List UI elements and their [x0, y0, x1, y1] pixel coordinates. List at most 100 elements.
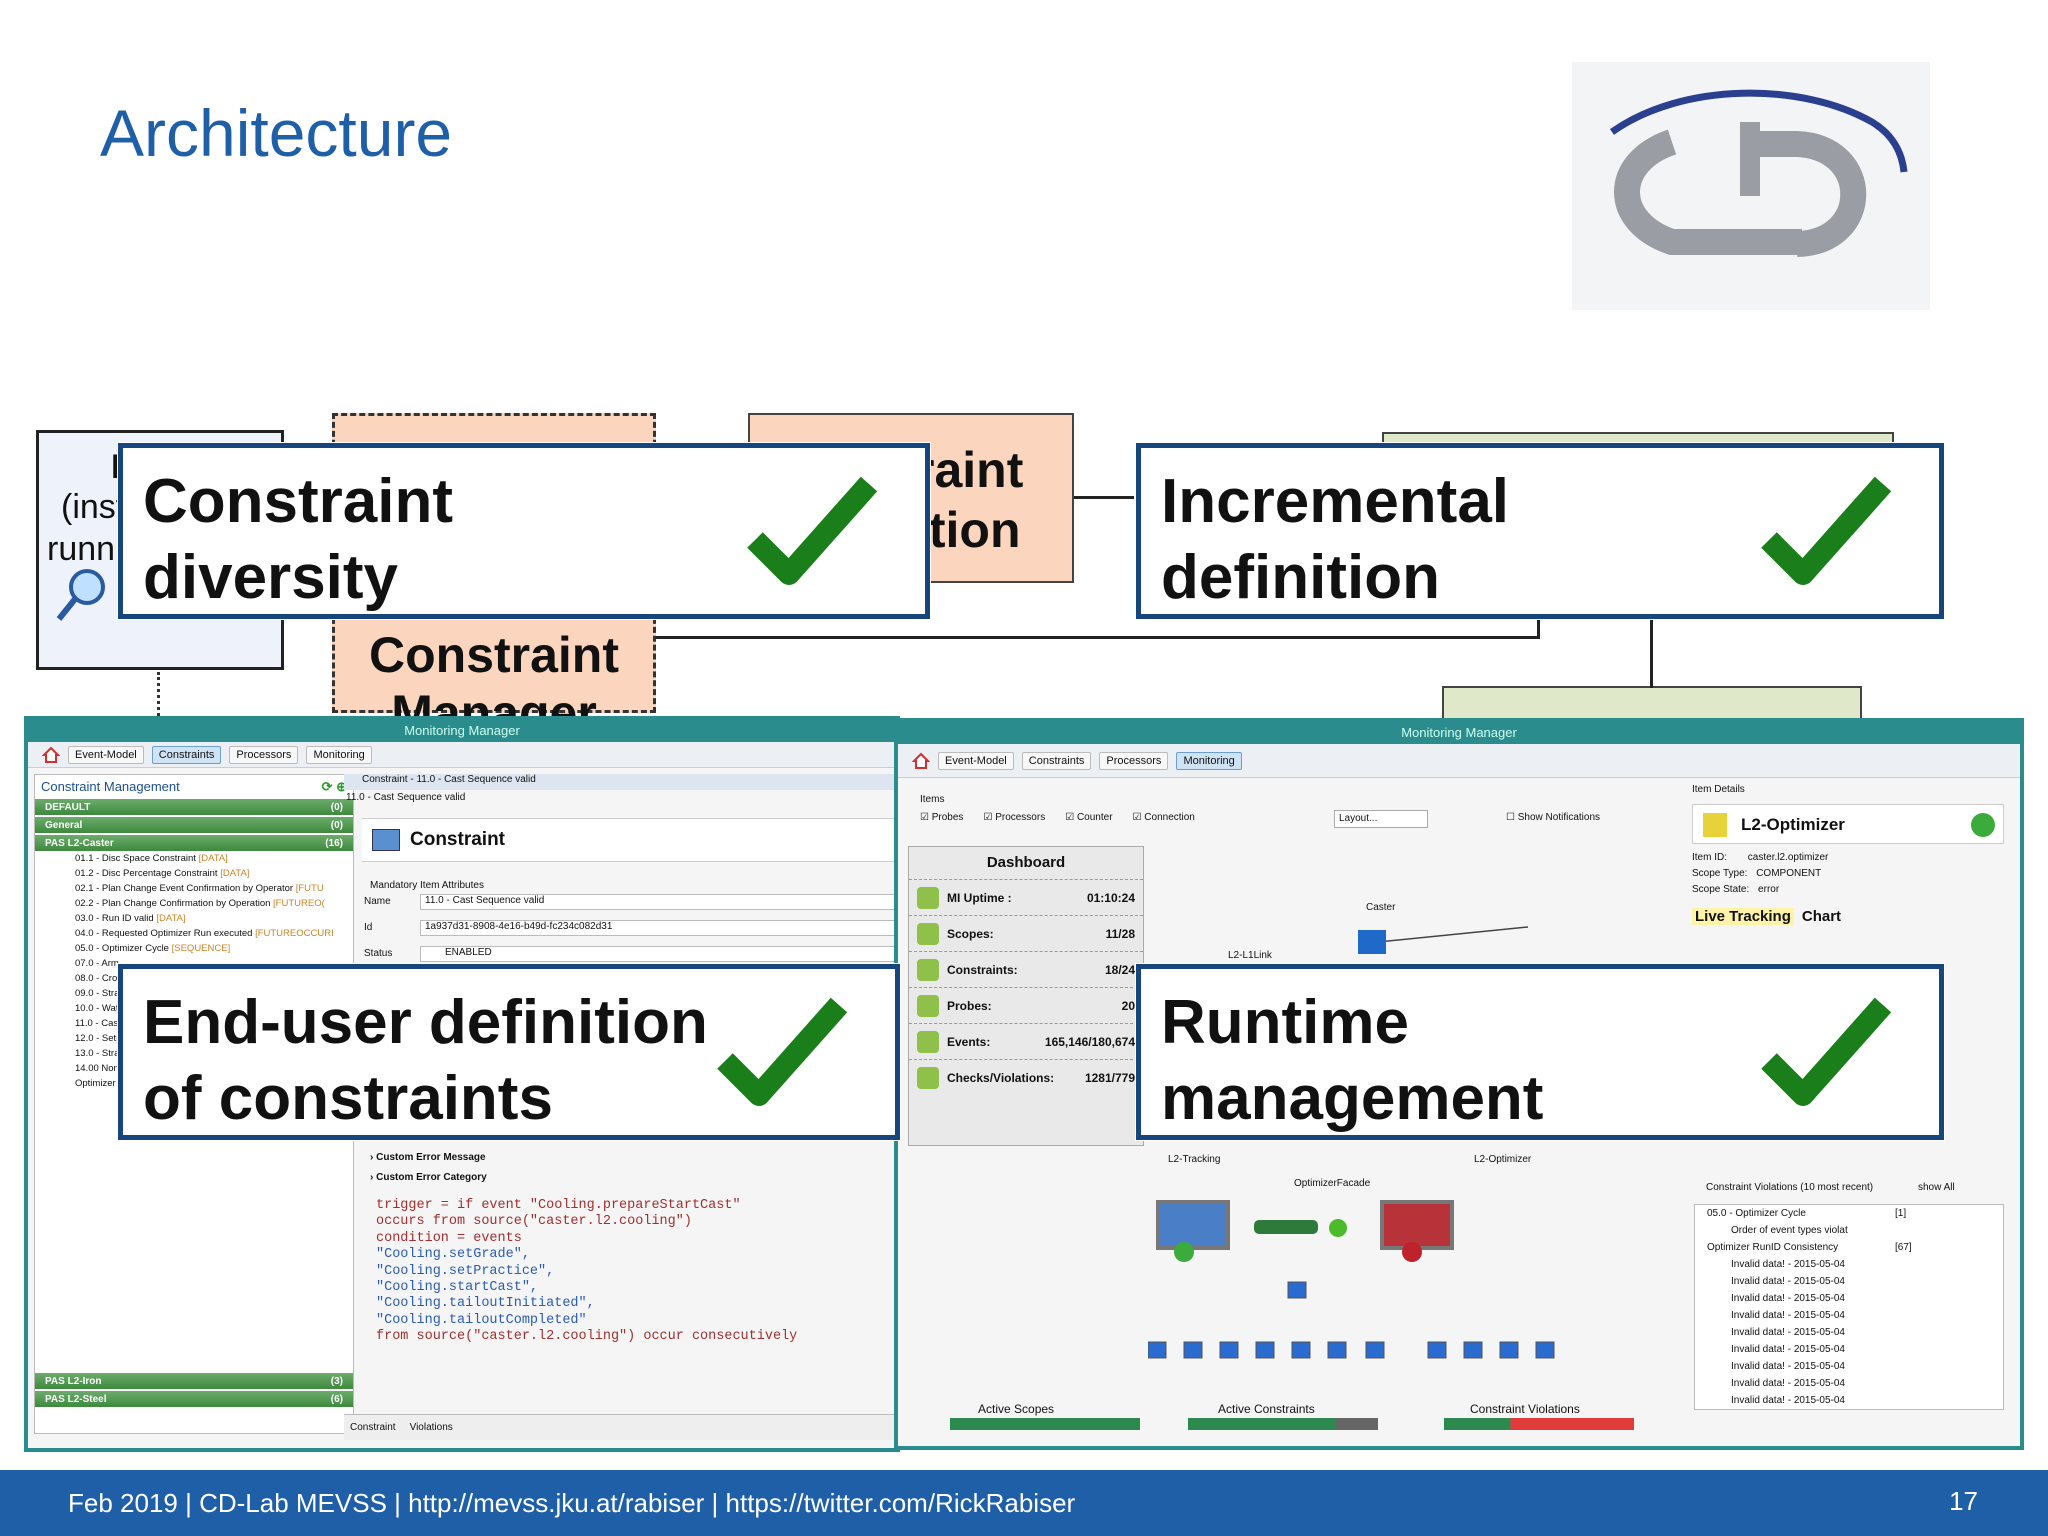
violation-row[interactable]: Order of event types violat: [1731, 1225, 1848, 1236]
group-pas-iron[interactable]: PAS L2-Iron(3): [35, 1373, 353, 1389]
group-pas-caster[interactable]: PAS L2-Caster(16): [35, 835, 353, 851]
checkmark-icon: [1761, 997, 1891, 1106]
tab-processors[interactable]: Processors: [229, 745, 299, 764]
l2-optimizer-node: [1380, 1200, 1454, 1250]
show-notifications[interactable]: ☐ Show Notifications: [1506, 812, 1601, 823]
code-line: occurs from source("caster.l2.cooling"): [376, 1214, 692, 1230]
constraint-tree-item[interactable]: 02.2 - Plan Change Confirmation by Opera…: [75, 898, 325, 909]
layout-select[interactable]: Layout...: [1334, 810, 1428, 828]
constraint-tree-item[interactable]: 01.1 - Disc Space Constraint [DATA]: [75, 853, 228, 864]
dashboard-row: Probes:20: [909, 987, 1143, 1023]
violation-row[interactable]: 05.0 - Optimizer Cycle[1]: [1695, 1205, 2003, 1222]
left-screenshot: Monitoring Manager Event-Model Constrain…: [24, 716, 900, 1452]
dashboard-row: MI Uptime :01:10:24: [909, 879, 1143, 915]
filter-counter[interactable]: ☑ Counter: [1065, 812, 1113, 823]
group-default[interactable]: DEFAULT(0): [35, 799, 353, 815]
constraint-tree-item[interactable]: 10.0 - Wat: [75, 1003, 119, 1014]
spotify-icon[interactable]: [1971, 813, 1995, 837]
violation-row[interactable]: Invalid data! - 2015-05-04: [1731, 1361, 1845, 1372]
connector-dotted: [157, 672, 160, 716]
connector-line: [1650, 612, 1653, 688]
constraint-tree-item[interactable]: 12.0 - Setp: [75, 1033, 122, 1044]
cd-logo: [1572, 62, 1930, 310]
bottom-tab-violations[interactable]: Violations: [409, 1422, 453, 1433]
callout-text: Runtime management: [1161, 988, 1544, 1133]
constraint-tree-item[interactable]: 11.0 - Cast: [75, 1018, 121, 1029]
panel-title: Constraint Management: [41, 779, 180, 794]
tab-constraints[interactable]: Constraints: [1021, 751, 1092, 770]
add-icon[interactable]: ⟳ ⊕: [321, 779, 347, 794]
constraint-tree-item[interactable]: 13.0 - Strai: [75, 1048, 122, 1059]
home-icon[interactable]: [42, 746, 60, 764]
item-details-label: Item Details: [1692, 784, 1745, 795]
constraint-tree-item[interactable]: 02.1 - Plan Change Event Confirmation by…: [75, 883, 324, 894]
checkmark-icon: [717, 997, 847, 1106]
connector-line: [1537, 612, 1540, 638]
show-all-link[interactable]: show All: [1918, 1182, 1955, 1193]
constraint-tree-item[interactable]: Optimizer: [75, 1078, 116, 1089]
slide-title: Architecture: [100, 96, 453, 170]
status-active-constraints: Active Constraints: [1218, 1402, 1315, 1416]
name-field[interactable]: 11.0 - Cast Sequence valid: [420, 894, 896, 910]
filter-connection[interactable]: ☑ Connection: [1132, 812, 1195, 823]
constraint-tree-item[interactable]: 04.0 - Requested Optimizer Run executed …: [75, 928, 334, 939]
violation-row[interactable]: Optimizer RunID Consistency[67]: [1695, 1239, 2003, 1256]
violation-row[interactable]: Invalid data! - 2015-05-04: [1731, 1344, 1845, 1355]
group-pas-steel[interactable]: PAS L2-Steel(6): [35, 1391, 353, 1407]
constraint-icon: [372, 829, 400, 851]
tab-event-model[interactable]: Event-Model: [938, 751, 1014, 770]
constraint-code[interactable]: trigger = if event "Cooling.prepareStart…: [376, 1198, 797, 1346]
violation-row[interactable]: Invalid data! - 2015-05-04: [1731, 1327, 1845, 1338]
callout-runtime-management: Runtime management: [1136, 964, 1944, 1140]
violation-row[interactable]: Invalid data! - 2015-05-04: [1731, 1293, 1845, 1304]
home-icon[interactable]: [912, 752, 930, 770]
violation-row[interactable]: Invalid data! - 2015-05-04: [1731, 1310, 1845, 1321]
custom-error-message[interactable]: Custom Error Message: [376, 1152, 486, 1163]
code-line: trigger = if event "Cooling.prepareStart…: [376, 1198, 741, 1213]
callout-incremental-definition: Incremental definition: [1136, 443, 1944, 619]
violation-row[interactable]: Invalid data! - 2015-05-04: [1731, 1395, 1845, 1406]
code-line: from source("caster.l2.cooling") occur c…: [376, 1329, 798, 1345]
status-field[interactable]: ENABLED: [420, 946, 896, 962]
filter-probes[interactable]: ☑ Probes: [920, 812, 964, 823]
tab-monitoring[interactable]: Monitoring: [1176, 751, 1242, 770]
constraint-tree-item[interactable]: 07.0 - Arm: [75, 958, 119, 969]
violation-row[interactable]: Invalid data! - 2015-05-04: [1731, 1259, 1845, 1270]
editor-tab[interactable]: Constraint - 11.0 - Cast Sequence valid: [344, 774, 896, 790]
ok-icon: [1174, 1242, 1194, 1262]
id-field[interactable]: 1a937d31-8908-4e16-b49d-fc234c082d31: [420, 920, 896, 936]
window-title: Monitoring Manager: [898, 722, 2020, 744]
constraint-tree-item[interactable]: 01.2 - Disc Percentage Constraint [DATA]: [75, 868, 250, 879]
group-general[interactable]: General(0): [35, 817, 353, 833]
monitoring-graph[interactable]: [1148, 842, 1598, 1442]
toolbar: Event-Model Constraints Processors Monit…: [28, 742, 896, 768]
violation-row[interactable]: Invalid data! - 2015-05-04: [1731, 1378, 1845, 1389]
constraint-tree-item[interactable]: 14.00 Nom: [75, 1063, 122, 1074]
filter-processors[interactable]: ☑ Processors: [983, 812, 1046, 823]
code-line: "Cooling.startCast",: [376, 1280, 539, 1296]
name-label: Name: [364, 896, 391, 907]
violation-row[interactable]: Invalid data! - 2015-05-04: [1731, 1276, 1845, 1287]
constraint-tree-item[interactable]: 05.0 - Optimizer Cycle [SEQUENCE]: [75, 943, 231, 954]
constraint-tree-item[interactable]: 08.0 - Cros: [75, 973, 122, 984]
bottom-tab-constraint[interactable]: Constraint: [350, 1422, 396, 1433]
l2l1link-label: L2-L1Link: [1228, 950, 1272, 961]
constraint-heading: Constraint: [410, 829, 505, 850]
dashboard-row-icon: [917, 886, 939, 909]
tab-processors[interactable]: Processors: [1099, 751, 1169, 770]
connector-line: [656, 636, 1540, 639]
tab-constraints[interactable]: Constraints: [151, 745, 222, 764]
constraint-tree-item[interactable]: 09.0 - Strar: [75, 988, 123, 999]
tab-live-tracking[interactable]: Live Tracking: [1692, 908, 1794, 925]
tab-monitoring[interactable]: Monitoring: [306, 745, 372, 764]
probe-text-2: (inst: [61, 488, 126, 526]
custom-error-category[interactable]: Custom Error Category: [376, 1172, 487, 1183]
tab-chart[interactable]: Chart: [1801, 908, 1842, 925]
constraint-tree-item[interactable]: 03.0 - Run ID valid [DATA]: [75, 913, 186, 924]
tab-event-model[interactable]: Event-Model: [68, 745, 144, 764]
item-id-value: caster.l2.optimizer: [1747, 852, 1829, 863]
constraint-tree: 01.1 - Disc Space Constraint [DATA] 01.2 …: [35, 851, 353, 1091]
dashboard-row: Scopes:11/28: [909, 915, 1143, 951]
constraint-definition-label: raint ition: [915, 442, 1024, 558]
